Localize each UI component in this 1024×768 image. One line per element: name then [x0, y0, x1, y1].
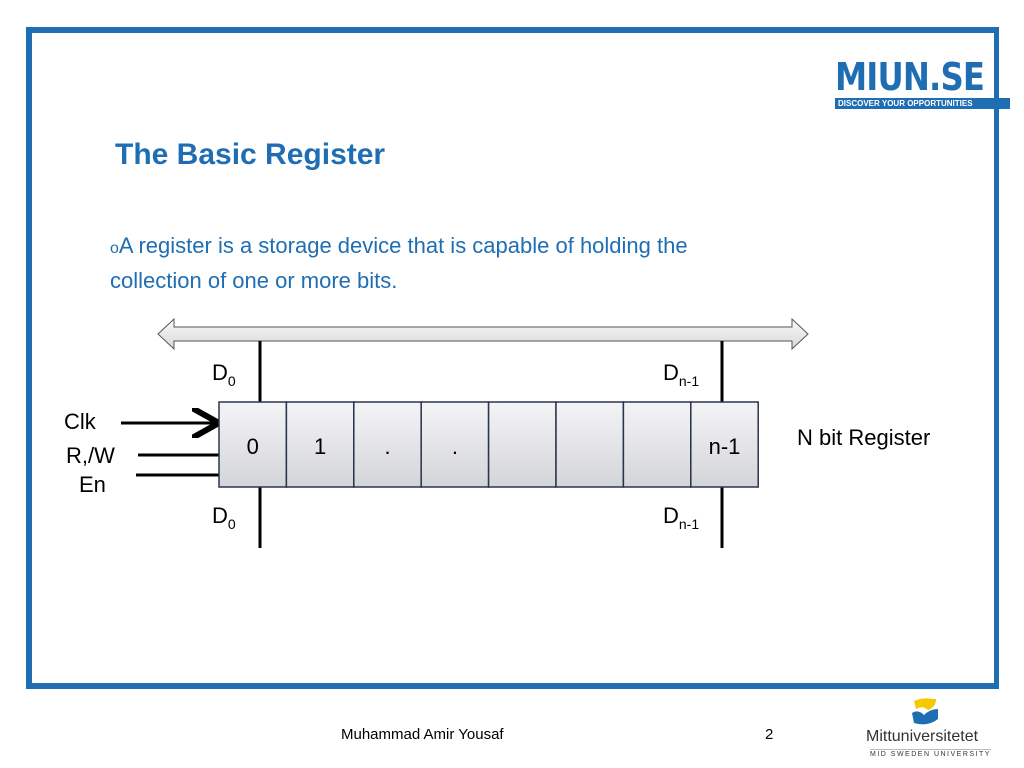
register-cell-label: 1: [314, 434, 326, 459]
page-number: 2: [765, 726, 774, 743]
bullet-text: A register is a storage device that is c…: [110, 233, 688, 293]
register-cell-label: n-1: [709, 434, 741, 459]
data-bus-arrow: [157, 317, 809, 351]
bottom-right-label: Dn-1: [663, 503, 700, 532]
en-label: En: [79, 472, 106, 497]
register-cell-label: .: [452, 434, 458, 459]
rw-label: R,/W: [66, 443, 115, 468]
footer-author: Muhammad Amir Yousaf: [341, 726, 504, 743]
top-left-label: D0: [212, 360, 236, 389]
slide-title: The Basic Register: [115, 138, 386, 171]
bottom-left-label: D0: [212, 503, 236, 532]
register-cell-label: .: [384, 434, 390, 459]
register-cell-label: 0: [247, 434, 259, 459]
university-name: Mittuniversitetet: [866, 728, 979, 745]
register-cell: [690, 401, 759, 488]
top-right-label: Dn-1: [663, 360, 700, 389]
slide-frame: [26, 27, 999, 689]
bullet-item: oA register is a storage device that is …: [110, 230, 710, 297]
university-subtitle: MID SWEDEN UNIVERSITY: [870, 749, 991, 758]
university-logo-icon: [912, 698, 938, 725]
bullet-marker: o: [110, 240, 119, 257]
register-cell: [285, 401, 355, 488]
register-label: N bit Register: [797, 425, 931, 450]
register-cell: [622, 401, 692, 488]
register-cell: [487, 401, 557, 488]
logo-tagline: DISCOVER YOUR OPPORTUNITIES: [835, 98, 1011, 109]
miun-logo: MIUN.SE DISCOVER YOUR OPPORTUNITIES: [835, 55, 1011, 109]
register-cell: [555, 401, 625, 488]
clk-label: Clk: [64, 409, 96, 434]
logo-text: MIUN.SE: [835, 55, 985, 99]
